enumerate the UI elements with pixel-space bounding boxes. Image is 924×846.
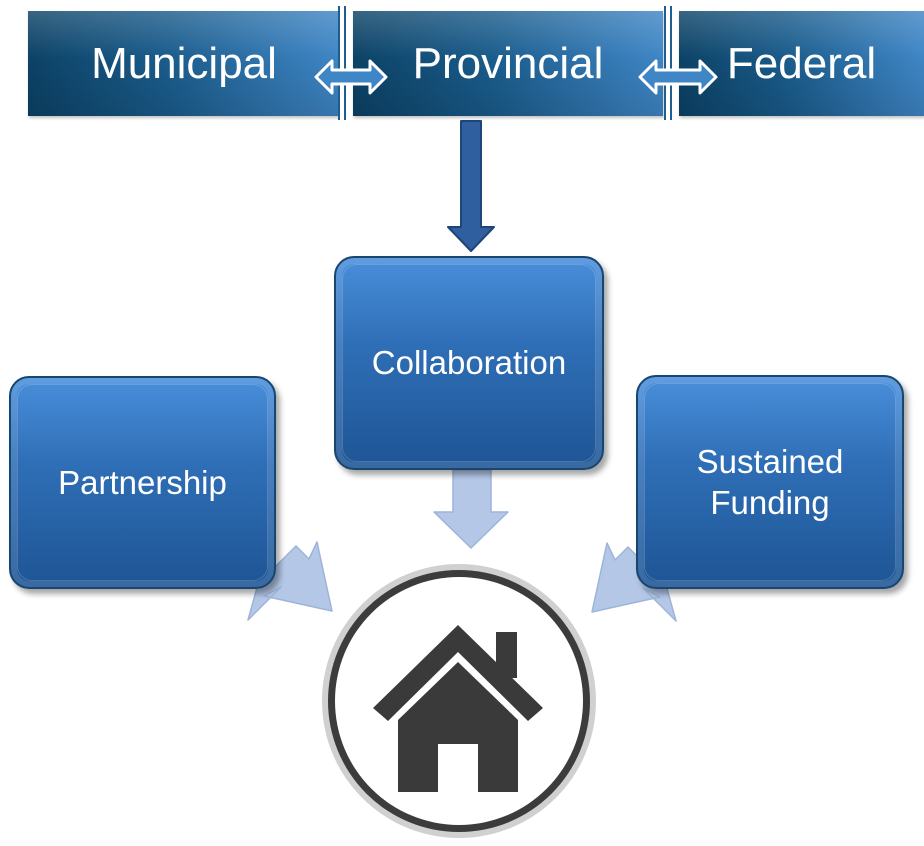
separator-left (338, 6, 346, 120)
arrow-collaboration-to-house (433, 469, 509, 549)
pillar-partnership: Partnership (9, 376, 276, 589)
house-icon (373, 625, 543, 792)
level-federal-label: Federal (726, 38, 877, 88)
pillar-sustained-funding: Sustained Funding (636, 375, 904, 589)
separator-right (664, 6, 672, 120)
double-arrow-left (314, 59, 388, 95)
pillar-partnership-label: Partnership (58, 463, 227, 501)
pillar-collaboration-label: Collaboration (371, 344, 567, 381)
arrow-funding-to-house (591, 542, 677, 622)
down-arrow (447, 120, 495, 252)
level-federal: Federal (679, 11, 924, 116)
level-municipal-label: Municipal (91, 38, 277, 88)
level-provincial-label: Provincial (412, 38, 604, 88)
pillar-collaboration: Collaboration (334, 256, 604, 470)
arrow-partnership-to-house (247, 541, 333, 621)
level-provincial: Provincial (353, 11, 663, 116)
level-municipal: Municipal (28, 11, 340, 116)
double-arrow-right (638, 59, 718, 95)
pillar-sustained-funding-label: Sustained Funding (696, 442, 844, 521)
